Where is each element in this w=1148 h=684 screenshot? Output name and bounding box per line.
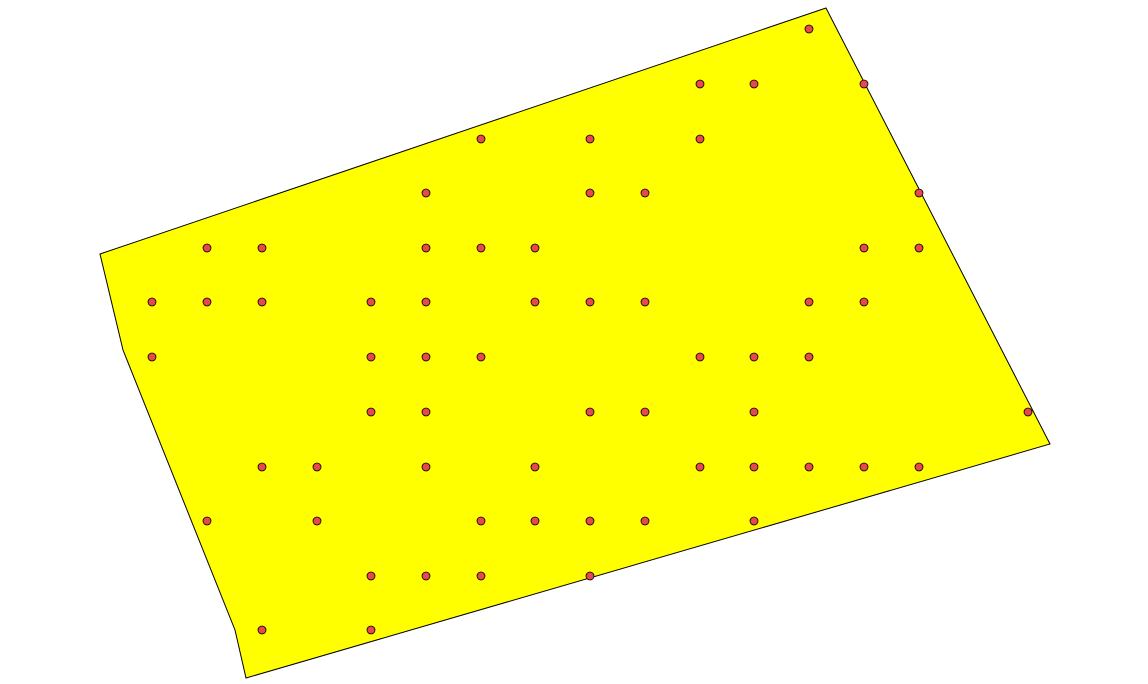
sample-point[interactable] (312, 462, 322, 472)
sample-point[interactable] (257, 243, 267, 253)
sample-point[interactable] (366, 407, 376, 417)
sample-point[interactable] (421, 407, 431, 417)
sample-point[interactable] (859, 243, 869, 253)
sample-point[interactable] (476, 134, 486, 144)
sample-point[interactable] (421, 462, 431, 472)
sample-point[interactable] (585, 134, 595, 144)
sample-point[interactable] (585, 407, 595, 417)
sample-point[interactable] (859, 462, 869, 472)
sample-point[interactable] (640, 407, 650, 417)
sample-point[interactable] (530, 297, 540, 307)
sample-point[interactable] (749, 462, 759, 472)
sample-point[interactable] (749, 516, 759, 526)
sample-point[interactable] (366, 625, 376, 635)
sample-point[interactable] (476, 243, 486, 253)
sample-point[interactable] (749, 79, 759, 89)
sample-point[interactable] (695, 134, 705, 144)
sample-point[interactable] (421, 297, 431, 307)
sample-point[interactable] (585, 516, 595, 526)
sample-point[interactable] (804, 352, 814, 362)
sample-point[interactable] (366, 352, 376, 362)
sample-point[interactable] (914, 188, 924, 198)
sample-point[interactable] (147, 352, 157, 362)
sample-point[interactable] (914, 243, 924, 253)
sample-point[interactable] (859, 297, 869, 307)
sample-point[interactable] (585, 571, 595, 581)
sample-point[interactable] (421, 571, 431, 581)
sample-point[interactable] (366, 297, 376, 307)
sample-point[interactable] (366, 571, 376, 581)
sample-point[interactable] (530, 462, 540, 472)
field-boundary-polygon (99, 7, 1051, 679)
sample-point[interactable] (257, 462, 267, 472)
sample-point[interactable] (312, 516, 322, 526)
sample-point[interactable] (1023, 407, 1033, 417)
sample-point[interactable] (804, 297, 814, 307)
sample-point[interactable] (695, 462, 705, 472)
sample-point[interactable] (914, 462, 924, 472)
sample-point[interactable] (476, 516, 486, 526)
sample-point[interactable] (202, 243, 212, 253)
sample-point[interactable] (585, 188, 595, 198)
sample-point[interactable] (640, 188, 650, 198)
sample-point[interactable] (695, 352, 705, 362)
sample-point[interactable] (585, 297, 595, 307)
sample-point[interactable] (476, 352, 486, 362)
sample-points-layer (147, 24, 1033, 635)
sample-point[interactable] (640, 297, 650, 307)
sample-point[interactable] (257, 625, 267, 635)
sample-point[interactable] (530, 243, 540, 253)
sample-point[interactable] (476, 571, 486, 581)
sample-point[interactable] (749, 407, 759, 417)
sample-point[interactable] (202, 297, 212, 307)
sample-point[interactable] (804, 24, 814, 34)
sample-point[interactable] (530, 516, 540, 526)
sample-point[interactable] (147, 297, 157, 307)
sample-point[interactable] (640, 516, 650, 526)
sample-point[interactable] (421, 243, 431, 253)
sample-point[interactable] (202, 516, 212, 526)
sample-point[interactable] (257, 297, 267, 307)
sample-point[interactable] (749, 352, 759, 362)
sample-point[interactable] (421, 188, 431, 198)
sample-point[interactable] (804, 462, 814, 472)
sample-point[interactable] (695, 79, 705, 89)
sample-point[interactable] (421, 352, 431, 362)
sample-point[interactable] (859, 79, 869, 89)
